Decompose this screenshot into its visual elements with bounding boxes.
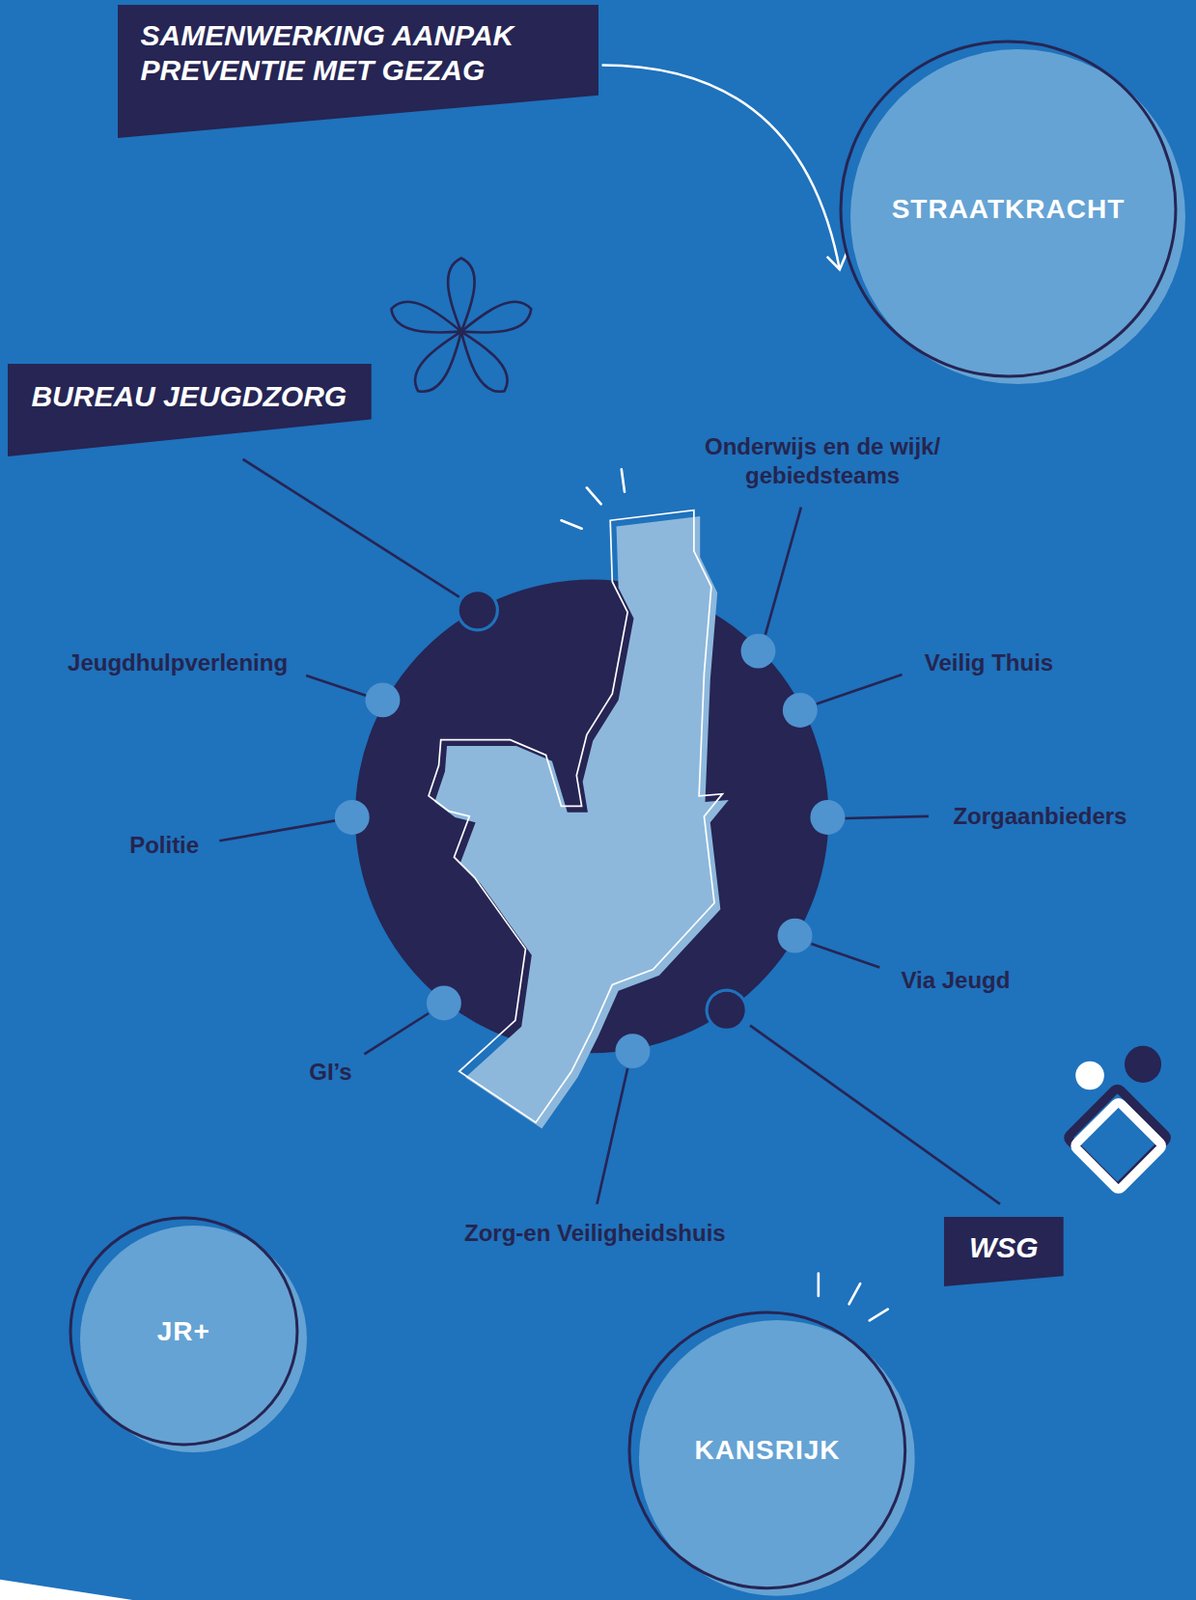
partner-label: GI’s [308, 1057, 352, 1087]
corner-wedge [0, 1580, 133, 1600]
partner-label: Veilig Thuis [924, 648, 1054, 678]
band-label: WSG [969, 1230, 1039, 1266]
spark-ticks [560, 469, 888, 1321]
partner-label: Jeugdhulpverlening [67, 648, 288, 678]
leader-lines [219, 459, 1001, 1205]
program-circle: JR+ [68, 1216, 300, 1447]
flow-arrow [602, 64, 840, 270]
map-outline [428, 510, 729, 1130]
asterisk-symbol [387, 258, 535, 400]
band-label: BUREAU JEUGDZORG [30, 379, 347, 415]
partner-label: Onderwijs en de wijk/ gebiedsteams [677, 432, 968, 491]
partner-label: Zorg-en Veiligheidshuis [464, 1219, 726, 1249]
logo-symbol [1066, 1046, 1169, 1192]
label-band: BUREAU JEUGDZORG [7, 363, 372, 457]
program-circle: KANSRIJK [627, 1310, 908, 1591]
circle-label: KANSRIJK [694, 1435, 840, 1467]
partner-label: Via Jeugd [900, 966, 1010, 996]
connection-dots [334, 588, 846, 1069]
partner-label: Politie [129, 831, 199, 861]
partner-label: Zorgaanbieders [952, 802, 1127, 832]
label-band: SAMENWERKING AANPAK PREVENTIE MET GEZAG [117, 4, 599, 139]
label-band: WSG [944, 1217, 1064, 1287]
program-circle: STRAATKRACHT [838, 39, 1178, 379]
band-label: SAMENWERKING AANPAK PREVENTIE MET GEZAG [140, 18, 566, 88]
circle-label: STRAATKRACHT [891, 194, 1126, 225]
circle-label: JR+ [157, 1316, 211, 1348]
